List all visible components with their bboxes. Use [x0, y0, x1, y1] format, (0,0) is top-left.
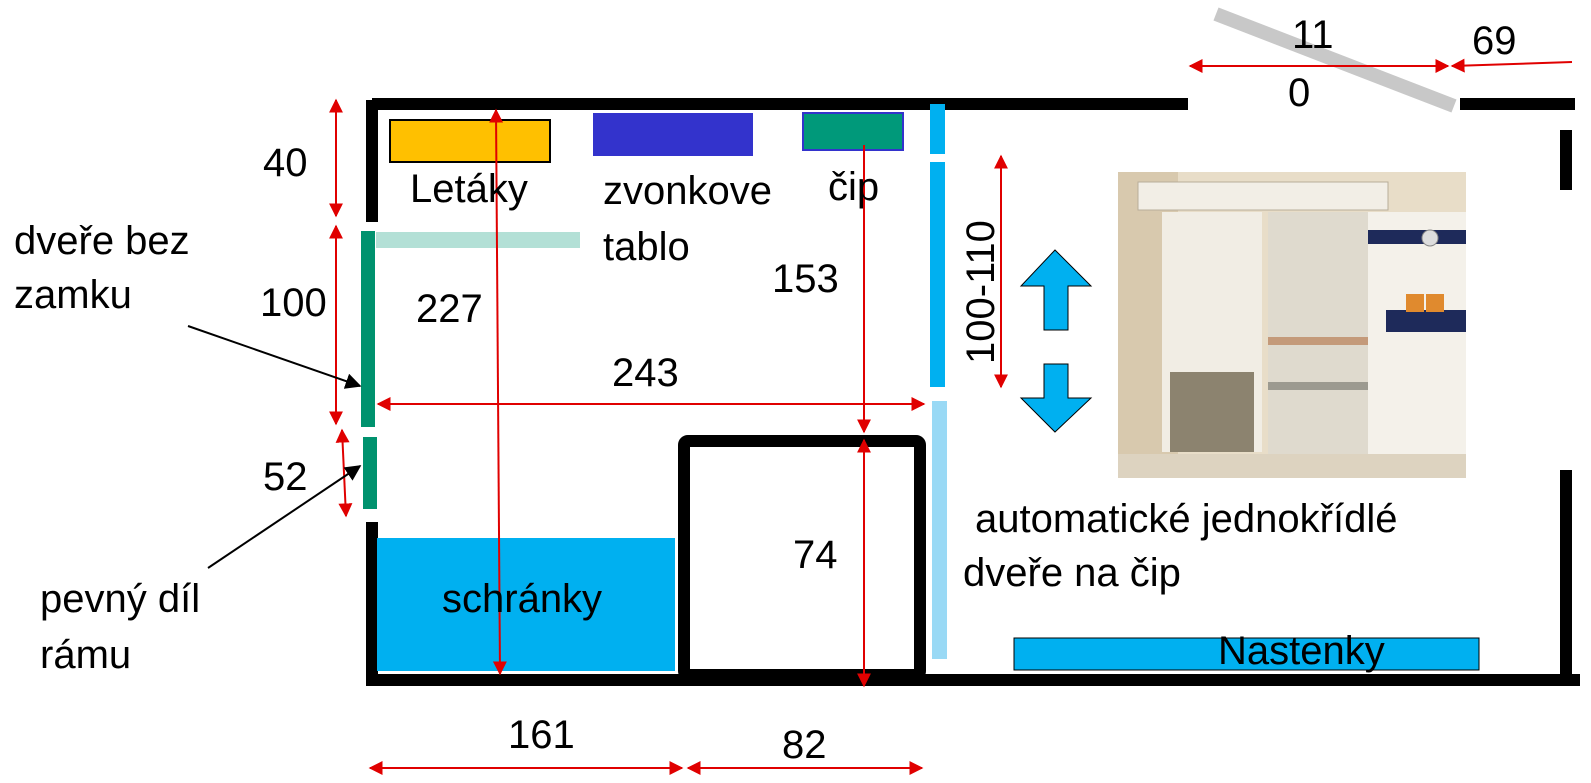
- door-no-lock-label-2: zamku: [14, 273, 132, 317]
- arrow-up-icon: [1019, 249, 1093, 331]
- leader-fixed-frame: [207, 465, 362, 569]
- glass-wall-top: [930, 104, 945, 154]
- door-no-lock-label-1: dveře bez: [14, 219, 190, 263]
- dim-label-69: 69: [1472, 19, 1517, 63]
- dim-label-100: 100: [260, 281, 327, 325]
- fixed-frame-label-1: pevný díl: [40, 577, 200, 621]
- leaflets-label: Letáky: [410, 167, 528, 211]
- door-swing: [376, 232, 580, 248]
- dim-label-40: 40: [263, 141, 308, 185]
- bell-panel-label-1: zvonkove: [603, 169, 772, 213]
- chip-reader: [802, 112, 904, 151]
- dim-label-100-110: 100-110: [959, 220, 1003, 364]
- dim-label-227: 227: [416, 287, 483, 331]
- dim-label-153: 153: [772, 257, 839, 301]
- notice-boards: [1013, 637, 1480, 671]
- chip-label: čip: [828, 165, 879, 209]
- sliding-door: [932, 401, 947, 659]
- dim-label-0: 0: [1288, 71, 1310, 115]
- dimension-lines: [329, 58, 1573, 775]
- door-without-lock: [361, 231, 375, 427]
- arrow-down-icon: [1019, 363, 1093, 433]
- dim-label-82: 82: [782, 723, 827, 767]
- mailboxes-label: schránky: [442, 577, 602, 621]
- dim-label-11: 11: [1292, 13, 1334, 57]
- dim-label-243: 243: [612, 351, 679, 395]
- dim-label-74: 74: [793, 533, 838, 577]
- bell-panel: [593, 113, 753, 156]
- dim-line-227: [489, 108, 507, 676]
- bell-panel-label-2: tablo: [603, 225, 690, 269]
- mailboxes: [377, 538, 675, 671]
- auto-door-label-1: automatické jednokřídlé: [975, 497, 1397, 541]
- dim-label-161: 161: [508, 713, 575, 757]
- fixed-frame-part: [363, 437, 377, 509]
- automatic-door-photo: [1118, 172, 1466, 478]
- walls: [366, 98, 1580, 686]
- dim-line-52: [335, 428, 353, 518]
- entry-door: [1213, 7, 1457, 113]
- dim-line-69: [1450, 58, 1573, 73]
- notice-boards-label: Nastenky: [1218, 629, 1385, 673]
- leader-door-no-lock: [187, 325, 362, 389]
- auto-door-label-2: dveře na čip: [963, 551, 1181, 595]
- leaflets-shelf: [389, 119, 551, 163]
- dim-label-52: 52: [263, 455, 308, 499]
- glass-wall-middle: [930, 162, 945, 387]
- fixed-frame-label-2: rámu: [40, 633, 131, 677]
